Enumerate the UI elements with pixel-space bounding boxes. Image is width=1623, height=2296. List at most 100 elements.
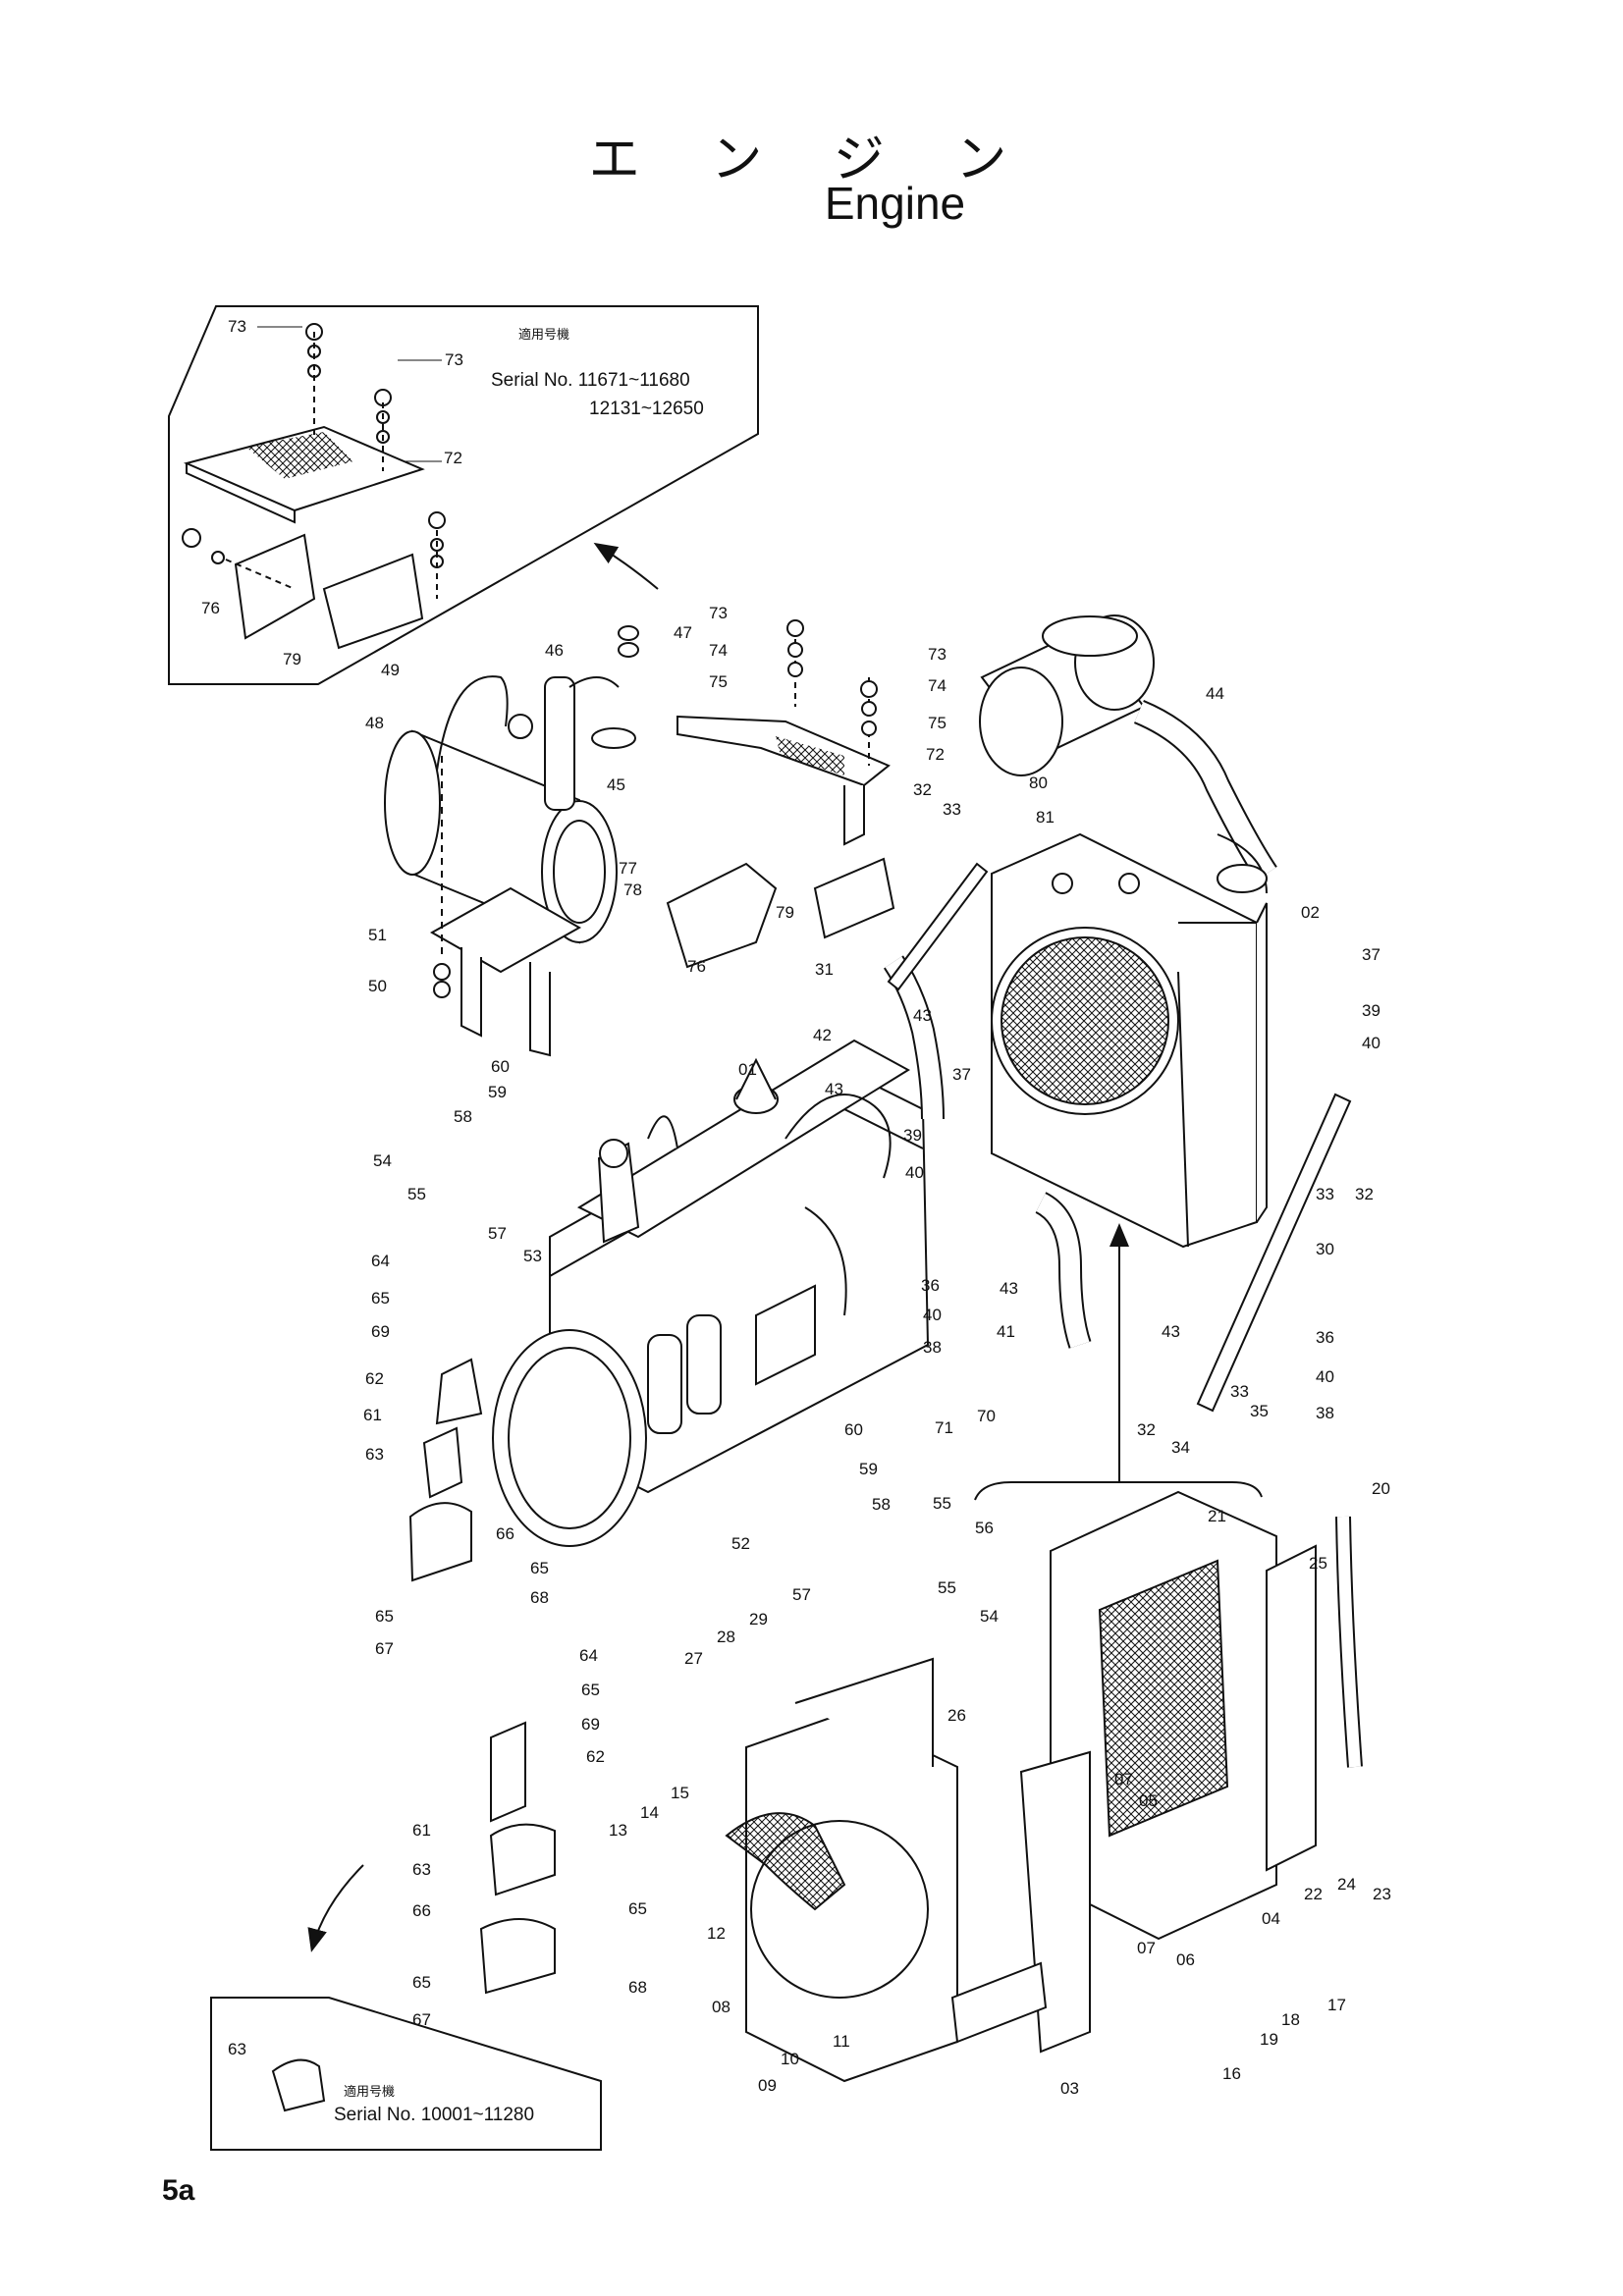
- callout-label: 63: [228, 2040, 246, 2058]
- callout-label: 44: [1206, 684, 1224, 703]
- radiator-upper: [991, 832, 1268, 1249]
- callout-label: 77: [619, 859, 637, 878]
- muffler-bracket: [429, 756, 582, 1057]
- callout-label: 37: [952, 1065, 971, 1084]
- callout-label: 65: [375, 1607, 394, 1626]
- callout-label: 20: [1372, 1479, 1390, 1498]
- callout-label: 07: [1114, 1770, 1133, 1789]
- radiator-frame: [950, 1750, 1091, 2054]
- callout-label: 14: [640, 1803, 659, 1822]
- muffler: [384, 625, 639, 944]
- callout-label: 54: [980, 1607, 999, 1626]
- callout-label: 60: [844, 1420, 863, 1439]
- callout-label: 03: [1060, 2079, 1079, 2098]
- callout-label: 57: [792, 1585, 811, 1604]
- callout-label: 32: [913, 780, 932, 799]
- callout-label: 06: [1176, 1950, 1195, 1969]
- callout-label: 61: [412, 1821, 431, 1840]
- callout-label: 59: [488, 1083, 507, 1101]
- callout-label: 67: [375, 1639, 394, 1658]
- callout-label: 11: [833, 2032, 850, 2051]
- fan-shroud-lower: [725, 1657, 958, 2083]
- callout-label: 38: [1316, 1404, 1334, 1422]
- callout-label: 74: [928, 676, 947, 695]
- callout-label: 63: [412, 1860, 431, 1879]
- bottom-inset-serial-line1: Serial No. 10001~11280: [334, 2105, 534, 2125]
- callout-label: 10: [781, 2050, 799, 2068]
- top-inset-serial-line2: 12131~12650: [589, 399, 704, 419]
- callout-label: 40: [1362, 1034, 1380, 1052]
- callout-label: 23: [1373, 1885, 1391, 1903]
- callout-label: 65: [628, 1899, 647, 1918]
- callout-label: 59: [859, 1460, 878, 1478]
- callout-label: 19: [1260, 2030, 1278, 2049]
- callout-label: 55: [938, 1578, 956, 1597]
- callout-label: 53: [523, 1247, 542, 1265]
- callout-label: 36: [921, 1276, 940, 1295]
- callout-label: 79: [776, 903, 794, 922]
- callout-label: 43: [1000, 1279, 1018, 1298]
- callout-label: 05: [1139, 1791, 1158, 1810]
- callout-label: 35: [1250, 1402, 1269, 1420]
- callout-label: 47: [674, 623, 692, 642]
- bottom-inset-mount: [271, 2058, 326, 2112]
- callout-label: 61: [363, 1406, 382, 1424]
- engine-block: [492, 1039, 930, 1547]
- callout-label: 78: [623, 881, 642, 899]
- callout-label: 56: [975, 1519, 994, 1537]
- callout-label: 45: [607, 775, 625, 794]
- callout-label: 72: [444, 449, 462, 467]
- callout-label: 18: [1281, 2010, 1300, 2029]
- top-inset-frame: [168, 305, 759, 685]
- callout-label: 65: [412, 1973, 431, 1992]
- callout-label: 41: [997, 1322, 1015, 1341]
- callout-label: 65: [581, 1681, 600, 1699]
- callout-label: 60: [491, 1057, 510, 1076]
- callout-label: 57: [488, 1224, 507, 1243]
- callout-label: 34: [1171, 1438, 1190, 1457]
- callout-label: 81: [1036, 808, 1055, 827]
- top-cover-plate: [666, 619, 895, 969]
- engine-mounts: [408, 1358, 556, 1995]
- callout-label: 33: [1316, 1185, 1334, 1203]
- callout-label: 30: [1316, 1240, 1334, 1258]
- callout-label: 02: [1301, 903, 1320, 922]
- radiator-lower: [1050, 1490, 1363, 1941]
- bottom-inset-frame: [210, 1997, 602, 2151]
- callout-label: 55: [407, 1185, 426, 1203]
- callout-label: 43: [825, 1080, 843, 1098]
- callout-label: 62: [365, 1369, 384, 1388]
- callout-label: 21: [1208, 1507, 1226, 1525]
- callout-label: 26: [947, 1706, 966, 1725]
- callout-label: 43: [1162, 1322, 1180, 1341]
- page-title-japanese: エ ン ジ ン: [588, 131, 1035, 189]
- callout-label: 68: [530, 1588, 549, 1607]
- callout-label: 69: [371, 1322, 390, 1341]
- callout-label: 43: [913, 1006, 932, 1025]
- callout-label: 32: [1355, 1185, 1374, 1203]
- callout-label: 36: [1316, 1328, 1334, 1347]
- callout-label: 55: [933, 1494, 951, 1513]
- callout-label: 62: [586, 1747, 605, 1766]
- top-inset-callouts: 73 73 72 76 79: [201, 317, 463, 668]
- callout-label: 66: [412, 1901, 431, 1920]
- callout-label: 40: [923, 1306, 942, 1324]
- callout-label: 70: [977, 1407, 996, 1425]
- air-cleaner: [979, 614, 1277, 894]
- callout-label: 66: [496, 1524, 514, 1543]
- callout-label: 73: [928, 645, 947, 664]
- callout-label: 42: [813, 1026, 832, 1044]
- callout-label: 29: [749, 1610, 768, 1629]
- bottom-inset-applicability: 適用号機: [344, 2084, 395, 2100]
- callout-label: 22: [1304, 1885, 1323, 1903]
- callout-label: 37: [1362, 945, 1380, 964]
- callout-label: 73: [709, 604, 728, 622]
- callout-label: 15: [671, 1784, 689, 1802]
- bottom-inset-pointer-arrow: [307, 1864, 364, 1952]
- callout-label: 73: [228, 317, 246, 336]
- callout-label: 48: [365, 714, 384, 732]
- callout-label: 17: [1327, 1996, 1346, 2014]
- callout-label: 64: [371, 1252, 390, 1270]
- callout-label: 74: [709, 641, 728, 660]
